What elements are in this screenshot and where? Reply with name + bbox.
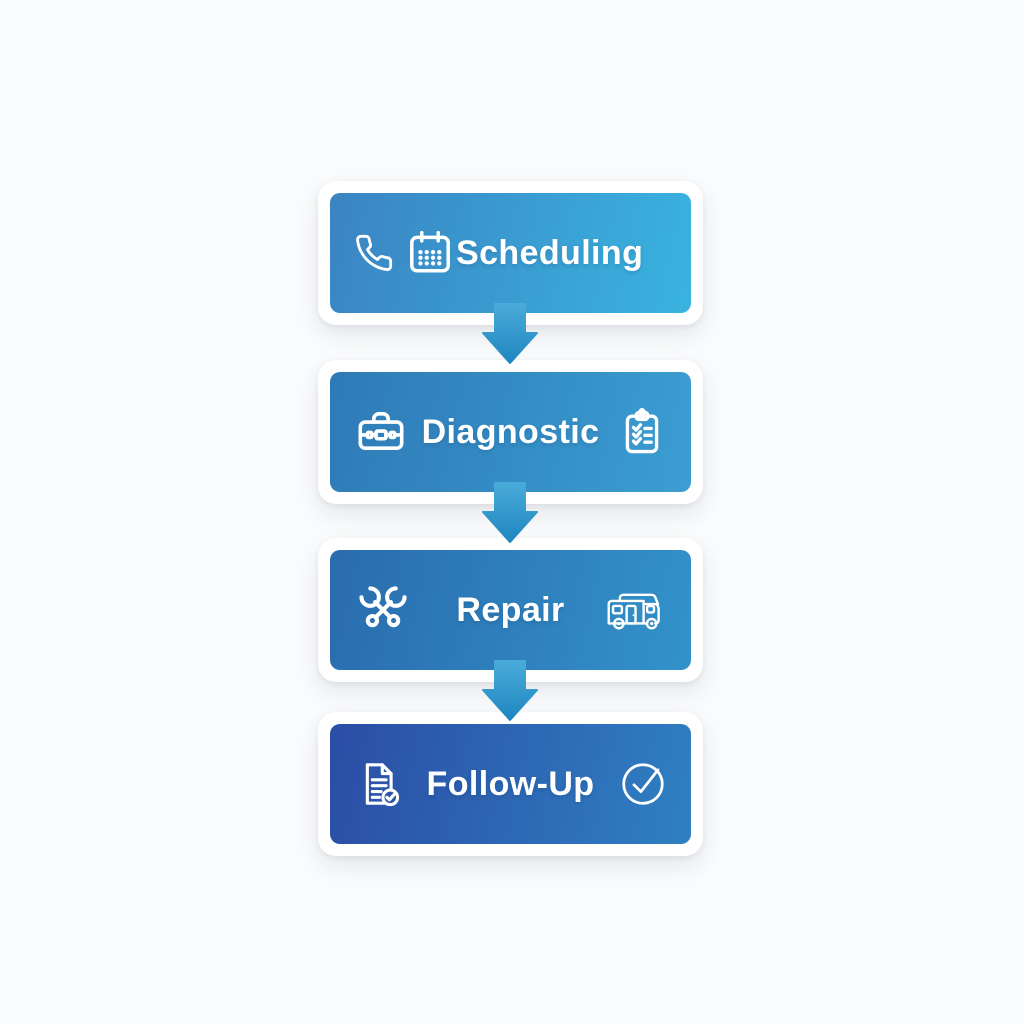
- flow-arrow-down-1: [482, 303, 538, 364]
- step-card-scheduling: Scheduling: [318, 181, 703, 325]
- repair-right-icons: [565, 586, 667, 634]
- checklist-clipboard-icon: [625, 408, 659, 454]
- repair-left-icons: [354, 581, 456, 639]
- step-box-follow-up: Follow-Up: [330, 724, 691, 844]
- rv-camper-icon: [607, 593, 660, 630]
- scheduling-icons: [354, 227, 456, 279]
- step-box-scheduling: Scheduling: [330, 193, 691, 313]
- toolbox-icon: [358, 411, 404, 451]
- crossed-wrenches-icon: [359, 586, 407, 628]
- step-label-diagnostic: Diagnostic: [421, 412, 600, 451]
- diagnostic-right-icons: [599, 407, 667, 457]
- step-label-follow-up: Follow-Up: [426, 764, 595, 803]
- flow-arrow-down-2: [482, 482, 538, 543]
- step-box-diagnostic: Diagnostic: [330, 372, 691, 492]
- check-circle-icon: [622, 763, 664, 805]
- document-check-icon: [365, 763, 400, 807]
- step-card-repair: Repair: [318, 538, 703, 682]
- step-card-diagnostic: Diagnostic: [318, 360, 703, 504]
- follow-up-left-icons: [354, 759, 427, 809]
- calendar-icon: [410, 230, 450, 273]
- follow-up-right-icons: [594, 760, 667, 808]
- phone-icon: [356, 234, 393, 271]
- diagnostic-left-icons: [354, 405, 422, 459]
- step-label-scheduling: Scheduling: [456, 233, 644, 272]
- step-box-repair: Repair: [330, 550, 691, 670]
- flow-arrow-down-3: [482, 660, 538, 721]
- step-card-follow-up: Follow-Up: [318, 712, 703, 856]
- step-label-repair: Repair: [456, 590, 565, 629]
